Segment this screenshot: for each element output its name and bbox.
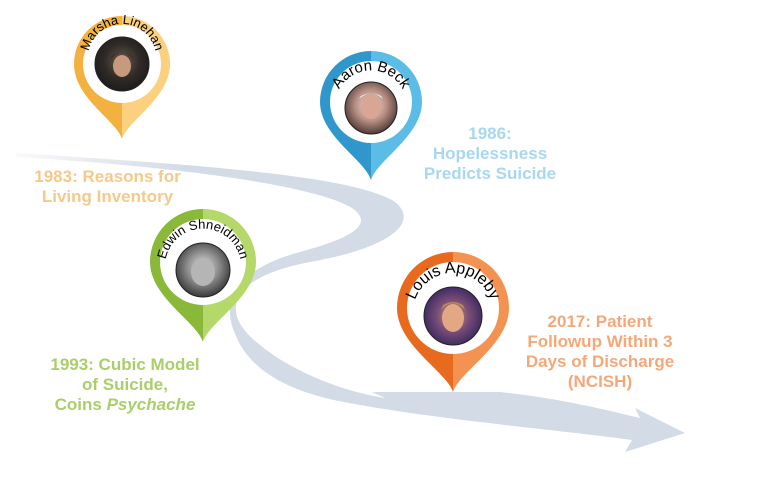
caption-line: Hopelessness [432,144,548,163]
caption-linehan: 1983: Reasons for Living Inventory [10,167,205,207]
caption-line: Coins Psychache [20,395,230,415]
pin-aaron-beck: Aaron Beck [320,51,422,180]
caption-word: Coins [54,395,102,414]
caption-line: 2017: Patient [547,312,653,331]
pin-edwin-shneidman: Edwin Shneidman [150,209,256,342]
caption-line: 1986: [468,124,512,143]
avatar-hair [359,93,383,99]
road-ribbon [16,153,685,452]
caption-italic-word: Psychache [106,395,196,414]
caption-line: of Suicide, [82,375,168,394]
avatar-face [113,55,131,77]
caption-line: 1983: Reasons for [34,167,181,186]
pin-marsha-linehan: Marsha Linehan [74,12,170,139]
avatar-face [361,95,381,119]
caption-line: Days of Discharge [525,352,675,371]
avatar-face [191,258,215,286]
caption-line: 1993: Cubic Model [50,355,200,374]
avatar-hair [110,52,134,60]
timeline-road-arrow [16,153,685,452]
caption-line: Followup Within 3 [527,332,673,351]
caption-beck: 1986: Hopelessness Predicts Suicide [400,124,580,184]
caption-line: (NCISH) [567,372,633,391]
avatar-hair [441,302,465,310]
pin-louis-appleby: Louis Appleby [397,252,509,392]
caption-shneidman: 1993: Cubic Model of Suicide, Coins Psyc… [20,355,230,415]
caption-line: Predicts Suicide [423,164,557,183]
caption-appleby: 2017: Patient Followup Within 3 Days of … [500,312,700,392]
avatar-face [442,304,464,332]
caption-line: Living Inventory [41,187,174,206]
